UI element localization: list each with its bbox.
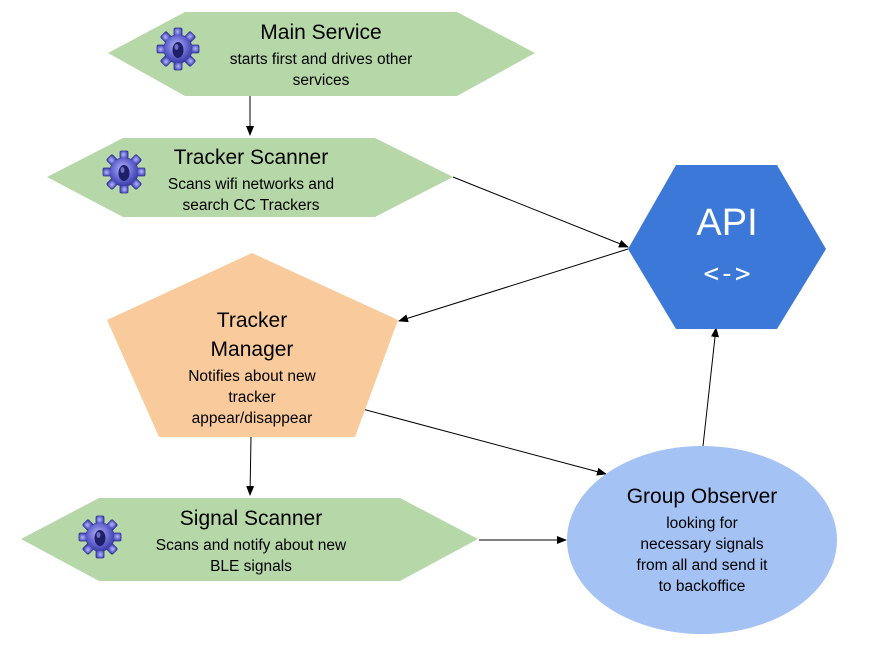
edge-tracker-scanner-to-api bbox=[452, 176, 629, 248]
api-subtitle: <-> bbox=[704, 259, 751, 289]
tracker-manager-shape bbox=[107, 253, 398, 437]
node-api[interactable]: API <-> bbox=[628, 165, 826, 329]
group-observer-desc-line-1: looking for bbox=[666, 515, 738, 532]
edge-api-to-tracker-manager bbox=[398, 248, 629, 323]
node-main-service[interactable]: Main Service starts first and drives oth… bbox=[108, 12, 535, 96]
main-service-title: Main Service bbox=[260, 21, 381, 44]
tracker-scanner-desc-line-1: Scans wifi networks and bbox=[168, 176, 334, 193]
group-observer-desc-line-2: necessary signals bbox=[640, 536, 763, 553]
gear-icon bbox=[78, 515, 122, 559]
node-group-observer[interactable]: Group Observer looking for necessary sig… bbox=[567, 446, 837, 634]
group-observer-title: Group Observer bbox=[627, 485, 778, 508]
tracker-manager-title-line-2: Manager bbox=[211, 338, 294, 361]
node-tracker-manager[interactable]: Tracker Manager Notifies about new track… bbox=[107, 253, 398, 437]
edge-tracker-manager-to-signal-scanner bbox=[246, 436, 255, 496]
node-signal-scanner[interactable]: Signal Scanner Scans and notify about ne… bbox=[21, 498, 478, 581]
edge-group-observer-to-api bbox=[702, 327, 719, 447]
tracker-scanner-title: Tracker Scanner bbox=[174, 146, 328, 169]
api-shape bbox=[628, 165, 826, 329]
tracker-scanner-desc-line-2: search CC Trackers bbox=[183, 197, 320, 214]
signal-scanner-desc-line-2: BLE signals bbox=[210, 558, 292, 575]
main-service-desc-line-2: services bbox=[293, 72, 350, 89]
signal-scanner-desc-line-1: Scans and notify about new bbox=[156, 537, 347, 554]
signal-scanner-title: Signal Scanner bbox=[180, 507, 322, 530]
tracker-manager-desc-line-1: Notifies about new bbox=[188, 368, 316, 385]
group-observer-desc-line-3: from all and send it bbox=[637, 557, 769, 574]
gear-icon bbox=[102, 150, 146, 194]
signal-scanner-shape bbox=[21, 498, 478, 581]
tracker-manager-title-line-1: Tracker bbox=[217, 309, 287, 332]
main-service-shape bbox=[108, 12, 535, 96]
gear-icon bbox=[156, 27, 200, 71]
group-observer-desc-line-4: to backoffice bbox=[659, 578, 746, 595]
main-service-desc-line-1: starts first and drives other bbox=[230, 51, 413, 68]
tracker-manager-desc-line-2: tracker bbox=[228, 389, 275, 406]
node-tracker-scanner[interactable]: Tracker Scanner Scans wifi networks and … bbox=[47, 138, 453, 217]
group-observer-shape bbox=[567, 446, 837, 634]
tracker-manager-desc-line-3: appear/disappear bbox=[192, 410, 313, 427]
edge-tracker-manager-to-group-observer bbox=[354, 406, 607, 476]
api-title: API bbox=[696, 202, 757, 244]
tracker-scanner-shape bbox=[47, 138, 453, 217]
edges bbox=[246, 96, 719, 544]
